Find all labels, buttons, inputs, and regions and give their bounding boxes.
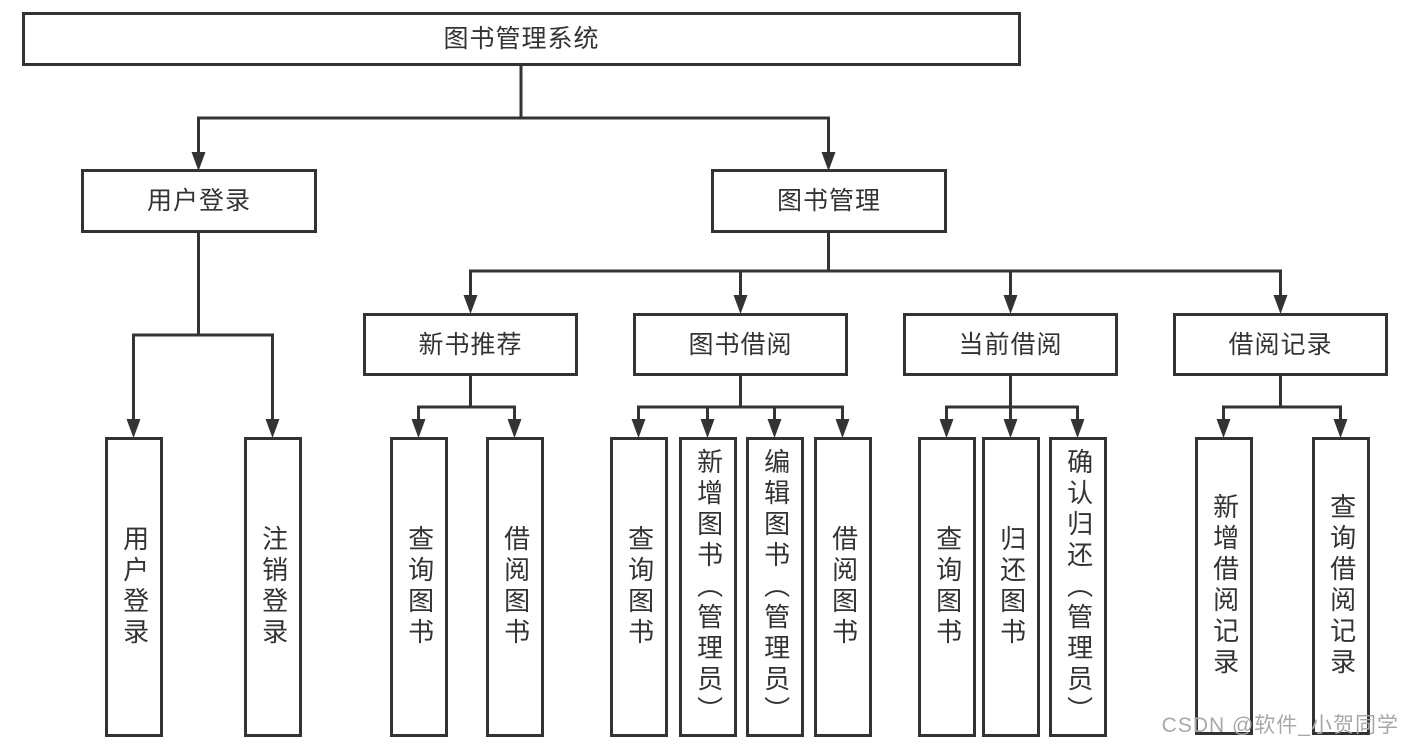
leaf-return-book: 归还图书 [982,437,1040,737]
leaf-logout: 注销登录 [244,437,302,737]
node-current-borrow: 当前借阅 [903,313,1118,376]
node-borrow-records: 借阅记录 [1173,313,1388,376]
node-book-management: 图书管理 [711,169,947,233]
leaf-add-book-admin: 新增图书（管理员） [679,437,737,737]
node-user-login: 用户登录 [81,169,317,233]
node-book-borrow: 图书借阅 [633,313,848,376]
leaf-add-borrow-record: 新增借阅记录 [1195,437,1253,735]
leaf-confirm-return-admin: 确认归还（管理员） [1049,437,1107,737]
leaf-borrow-books-1: 借阅图书 [486,437,544,737]
leaf-query-books-3: 查询图书 [918,437,976,737]
leaf-query-books-2: 查询图书 [610,437,668,737]
node-new-book-recommend: 新书推荐 [363,313,578,376]
leaf-query-borrow-record: 查询借阅记录 [1312,437,1370,735]
arrowheads [126,152,1348,438]
leaf-edit-book-admin: 编辑图书（管理员） [746,437,804,737]
watermark: CSDN @软件_小贺同学 [1161,714,1399,737]
leaf-user-login: 用户登录 [105,437,163,737]
leaf-borrow-books-2: 借阅图书 [814,437,872,737]
leaf-query-books-1: 查询图书 [390,437,448,737]
node-root: 图书管理系统 [22,12,1021,66]
